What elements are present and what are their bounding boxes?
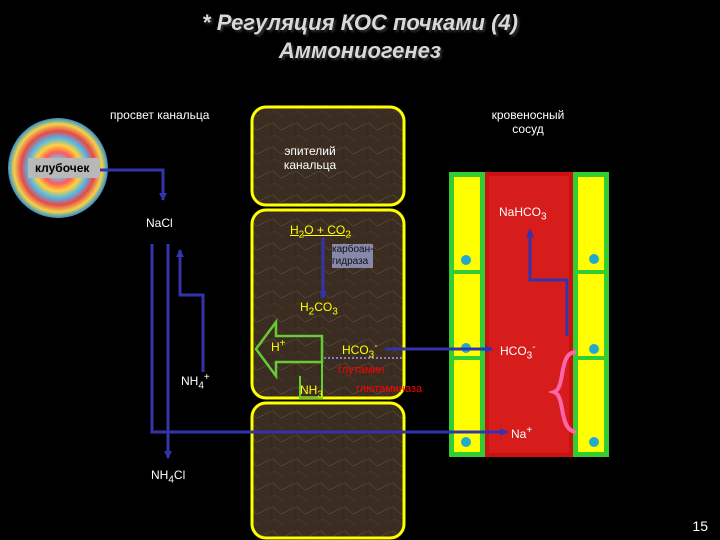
nh4-formation-arrow [176,249,205,372]
endothelial-cell [578,360,604,452]
h-plus-secretion-arrow [254,318,324,380]
endothelial-cell [454,274,480,356]
glutamine-label: глутамин [338,364,385,376]
page-title: * Регуляция КОС почками (4) [202,10,518,35]
glutaminase-label: глютаминаза [356,383,423,395]
nahco3-formation-arrow [526,229,569,336]
nucleus [461,437,471,447]
nucleus [589,344,599,354]
hco3-blood-label: HCO3- [500,342,536,362]
hco3-cell-label: HCO3- [342,341,378,361]
epithelial-cell-top [250,105,406,207]
nucleus [461,255,471,265]
filtrate-arrow [100,168,167,201]
endothelial-cell [578,177,604,270]
h2co3-label: H2CO3 [300,300,338,318]
epithelium-label: эпителий канальца [283,144,337,172]
na-plus-label: Na+ [511,425,533,441]
nucleus [589,437,599,447]
brace [547,350,577,434]
epithelial-cell-bottom [250,401,406,540]
nacl-label: NaCl [146,216,173,230]
page-subtitle: Аммониогенез [278,38,442,63]
page-number: 15 [692,518,708,534]
glomerulus-label: клубочек [35,161,90,175]
h2o-co2-label: H2O + CO2 [290,223,351,241]
lumen-label: просвет канальца [110,108,210,122]
na-reabsorption-arrow [150,244,508,436]
endothelial-cell [578,274,604,356]
nahco3-label: NaHCO3 [499,205,547,223]
nh3-bracket [299,362,323,399]
endothelial-cell [454,360,480,452]
vessel-label: кровеносный сосуд [491,108,565,136]
endothelial-cell [454,177,480,270]
h-plus-label: H+ [271,338,286,354]
nh4-label: NH4+ [181,372,210,392]
nh3-label: NH3 [300,383,323,401]
carbonic-anhydrase-label: карбоан- гидраза [332,244,374,268]
nh4cl-label: NH4Cl [151,468,186,486]
nucleus [589,254,599,264]
glomerulus-label-bg [28,158,100,178]
